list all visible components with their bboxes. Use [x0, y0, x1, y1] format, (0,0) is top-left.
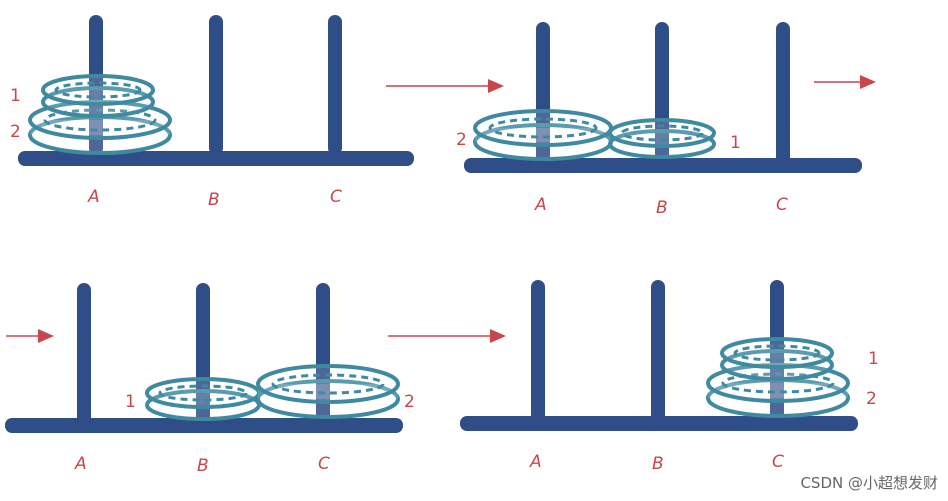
peg-label-b: B: [208, 190, 220, 210]
peg-label-c: C: [330, 187, 342, 207]
peg-rod-a: [77, 283, 91, 425]
arrow-right-2: [814, 75, 876, 89]
peg-rod-c: [776, 22, 790, 164]
disk-small: [608, 118, 716, 159]
disk-large: [256, 364, 400, 419]
arrow-right-3: [6, 329, 54, 343]
base: [464, 158, 862, 173]
panel-1: 1 2 A B C: [10, 15, 414, 210]
arrow-right-4: [388, 329, 506, 343]
peg-rod-b: [651, 280, 665, 422]
panel-4: 1 2 A B C: [460, 280, 879, 474]
peg-rod-a: [531, 280, 545, 422]
disk-small: [720, 337, 834, 381]
disk-label-large: 2: [404, 392, 415, 412]
panel-2: 2 1 A B C: [456, 22, 862, 218]
disk-small: [145, 377, 261, 421]
base: [5, 418, 403, 433]
panel-3: 1 2 A B C: [5, 283, 415, 476]
disk-label-large: 2: [866, 389, 877, 409]
disk-label-large: 2: [456, 130, 467, 150]
disk-label-small: 1: [730, 133, 741, 153]
peg-rod-a: [536, 22, 550, 164]
peg-rod-b: [655, 22, 669, 164]
peg-label-b: B: [652, 454, 664, 474]
peg-label-b: B: [656, 198, 668, 218]
peg-label-a: A: [87, 187, 100, 207]
peg-rod-c: [328, 15, 342, 155]
peg-rod-b: [209, 15, 223, 155]
watermark: CSDN @小超想发财: [800, 474, 938, 492]
arrow-right-1: [386, 79, 504, 93]
peg-label-a: A: [529, 452, 542, 472]
disk-label-small: 1: [125, 392, 136, 412]
disk-small: [41, 74, 155, 118]
peg-label-c: C: [318, 454, 330, 474]
disk-label-small: 1: [10, 86, 21, 106]
disk-label-small: 1: [868, 349, 879, 369]
peg-label-a: A: [534, 195, 547, 215]
disk-label-large: 2: [10, 122, 21, 142]
peg-label-c: C: [776, 195, 788, 215]
peg-rod-a: [89, 15, 103, 155]
base: [460, 416, 858, 431]
peg-label-a: A: [74, 454, 87, 474]
base: [18, 151, 414, 166]
peg-label-b: B: [197, 456, 209, 476]
peg-rod-c: [316, 283, 330, 425]
disk-large: [473, 109, 613, 161]
peg-label-c: C: [772, 452, 784, 472]
